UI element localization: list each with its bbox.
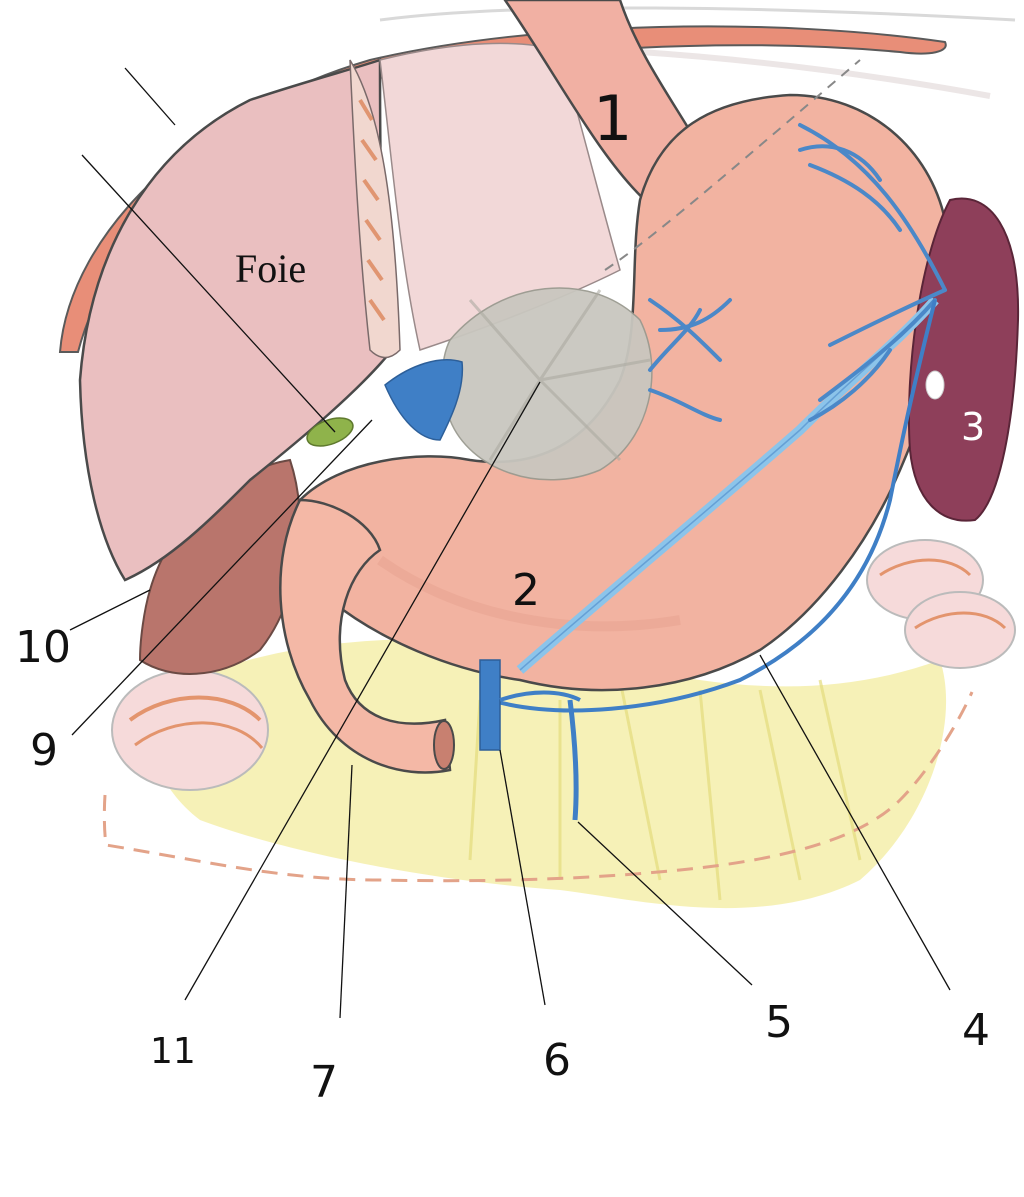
- label-10: 10: [15, 622, 71, 673]
- intestine-left: [111, 669, 269, 791]
- portal-vein: [384, 359, 464, 441]
- label-2: 2: [512, 565, 540, 616]
- label-3: 3: [961, 405, 985, 449]
- label-7: 7: [310, 1057, 338, 1108]
- dashed-boundary: [102, 691, 974, 883]
- descending-vein: [479, 659, 501, 751]
- leader-line-top: [124, 67, 176, 126]
- leader-line-6: [499, 749, 546, 1006]
- greater-curvature-arcade: [489, 299, 937, 713]
- sketch-stroke: [639, 49, 991, 99]
- label-6: 6: [543, 1035, 571, 1086]
- label-4: 4: [962, 1005, 990, 1056]
- lesser-omentum: [441, 287, 653, 481]
- intestine-right: [866, 539, 1016, 669]
- label-11: 11: [150, 1031, 196, 1072]
- sketch-stroke: [379, 6, 1016, 22]
- liver: [78, 42, 621, 582]
- omental-vein: [567, 699, 579, 821]
- label-1: 1: [593, 82, 632, 155]
- omentum-striations: [468, 289, 651, 462]
- label-9: 9: [30, 725, 58, 776]
- leader-line-7: [339, 764, 353, 1019]
- leader-line-5: [577, 821, 753, 986]
- leader-line-10: [69, 589, 151, 631]
- leader-line-4: [759, 654, 951, 991]
- liver-label: Foie: [235, 246, 306, 291]
- gallbladder: [306, 417, 354, 447]
- dashed-plane-line: [604, 59, 861, 271]
- leader-lines: [69, 67, 951, 1019]
- spleen-node: [925, 370, 945, 400]
- leader-line-11: [184, 381, 541, 1001]
- vein-junction: [499, 690, 581, 702]
- gastric-vein-branches: [648, 123, 947, 422]
- leader-line-gallbladder: [81, 154, 336, 433]
- label-5: 5: [765, 997, 793, 1048]
- leader-line-9: [71, 419, 373, 736]
- omentum-fibers: [468, 679, 862, 901]
- spleen: [907, 197, 1020, 522]
